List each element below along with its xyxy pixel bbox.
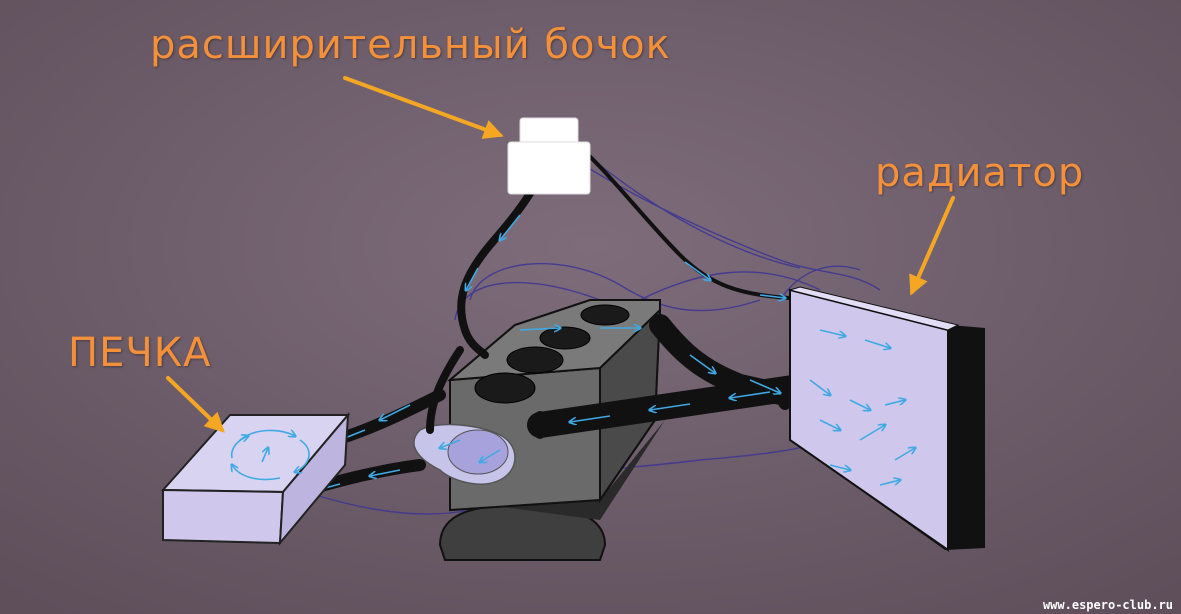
watermark: www.espero-club.ru <box>1042 598 1173 612</box>
pointer-to-heater <box>166 376 225 433</box>
radiator-label: радиатор <box>875 150 1085 196</box>
pointer-to-tank <box>343 76 504 139</box>
heater-label: ПЕЧКА <box>68 330 212 376</box>
cylinder-hole <box>580 304 630 326</box>
cylinder-hole <box>474 372 536 404</box>
hose-tank-to-radiator <box>563 133 792 300</box>
pointer-to-radiator <box>909 196 955 296</box>
pointer-arrows <box>166 76 955 433</box>
radiator-flow-arrows <box>809 329 915 486</box>
hose-radiator-to-pump <box>649 314 796 406</box>
cylinder-hole <box>506 346 564 374</box>
hose-thermostat-link <box>426 346 464 434</box>
heater-swirl-arrows <box>232 430 310 481</box>
expansion-tank <box>507 117 591 195</box>
thermostat-junction <box>413 423 516 485</box>
heater-core <box>160 412 351 546</box>
expansion-tank-label: расширительный бочок <box>150 22 671 68</box>
radiator <box>788 286 985 552</box>
cylinder-hole <box>539 326 591 350</box>
engine-block <box>438 299 665 561</box>
